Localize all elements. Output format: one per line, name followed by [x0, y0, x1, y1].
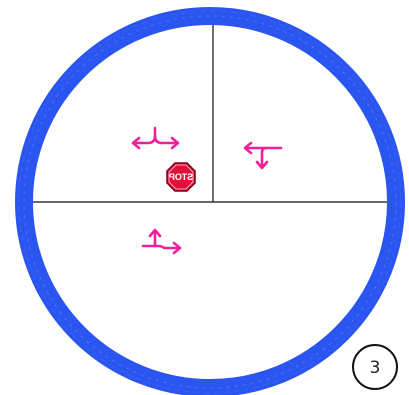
outer-ring [15, 7, 405, 395]
split-left-down-arrow-icon [243, 141, 283, 170]
number-badge: 3 [352, 344, 398, 390]
split-up-right-arrow-icon [141, 228, 182, 255]
badge-number: 3 [370, 358, 381, 378]
stop-sign-icon: STOP [166, 162, 196, 192]
stop-sign-label: STOP [169, 172, 193, 182]
split-left-right-arrow-icon [131, 126, 180, 150]
